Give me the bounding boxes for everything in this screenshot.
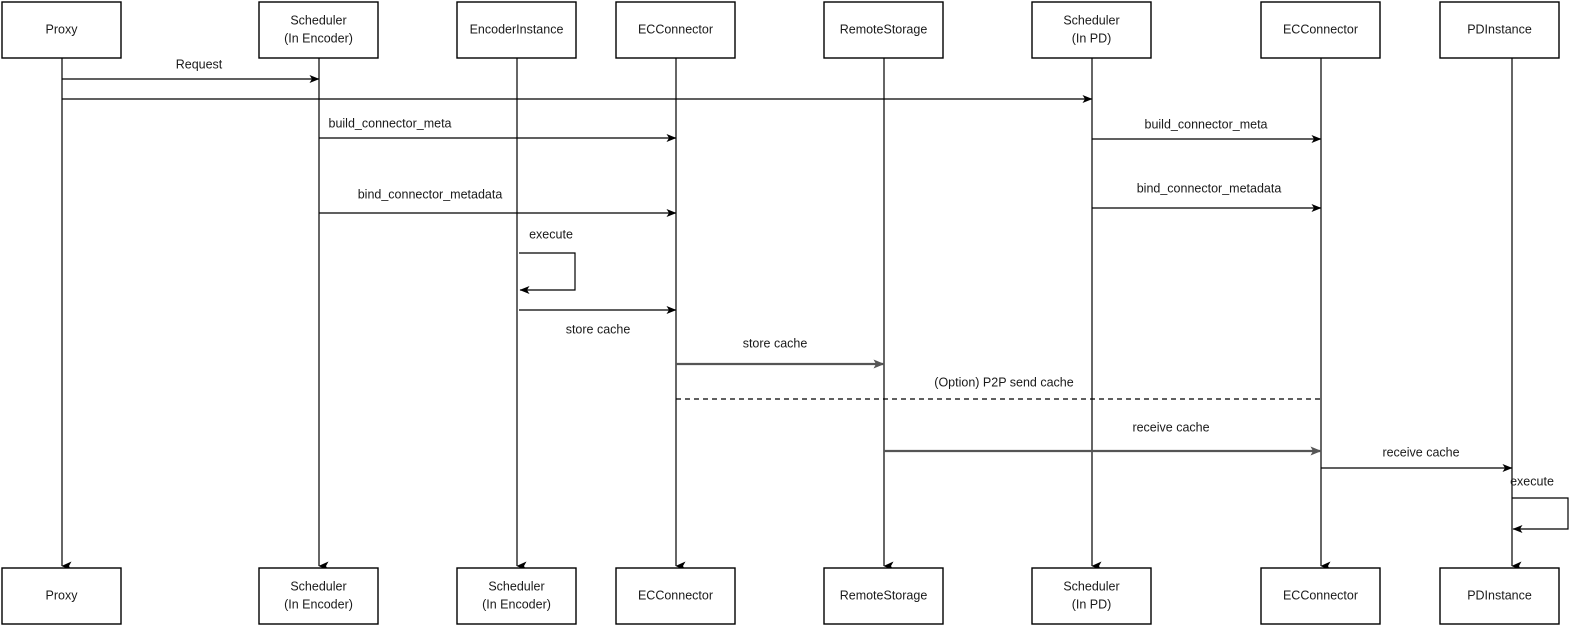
message-label-m5: bind_connector_metadata (358, 187, 503, 201)
actor-footer-label-proxy: Proxy (46, 588, 79, 602)
message-label-m8: store cache (743, 336, 808, 350)
actor-header-label-ec_connector_pd: ECConnector (1283, 22, 1358, 36)
actor-footer-rect-sched_enc (258, 567, 379, 625)
actor-header-label-sched_enc-line1: Scheduler (290, 13, 346, 27)
actor-footer-label-sched_enc_2-line2: (In Encoder) (482, 597, 551, 611)
actor-footer-label-remote_storage: RemoteStorage (840, 588, 928, 602)
actor-footer-ec_connector_pd[interactable]: ECConnector (1260, 567, 1381, 625)
actor-header-label-sched_pd-line1: Scheduler (1063, 13, 1119, 27)
actor-header-sched_enc[interactable]: Scheduler (In Encoder) (258, 1, 379, 59)
message-label-m4: build_connector_meta (1145, 117, 1268, 131)
actor-footer-label-ec_connector_pd: ECConnector (1283, 588, 1358, 602)
actor-header-rect-encoder_instance (456, 1, 577, 59)
actor-footer-label-pd_instance: PDInstance (1467, 588, 1532, 602)
actor-header-label-encoder_instance: EncoderInstance (470, 22, 564, 36)
actor-footer-ec_connector_enc[interactable]: ECConnector (615, 567, 736, 625)
self-message-s1 (519, 252, 576, 294)
message-label-m3: build_connector_meta (329, 116, 452, 130)
actor-footer-label-sched_enc-line2: (In Encoder) (284, 597, 353, 611)
message-label-m1: Request (176, 57, 223, 71)
actor-footer-rect-ec_connector_pd (1260, 567, 1381, 625)
actor-footer-remote_storage[interactable]: RemoteStorage (823, 567, 944, 625)
actor-header-rect-sched_enc (258, 1, 379, 59)
actor-header-ec_connector_pd[interactable]: ECConnector (1260, 1, 1381, 59)
footer-actor-boxes: Proxy Scheduler (In Encoder) Scheduler (In E… (1, 567, 1560, 625)
actor-footer-sched_enc[interactable]: Scheduler (In Encoder) (258, 567, 379, 625)
message-label-m11: receive cache (1382, 445, 1459, 459)
self-message-label-s2: execute (1510, 474, 1554, 488)
header-actor-boxes: Proxy Scheduler (In Encoder) EncoderInstanc… (1, 1, 1560, 59)
message-label-m7: store cache (566, 322, 631, 336)
actor-header-rect-sched_pd (1031, 1, 1152, 59)
message-label-m6: bind_connector_metadata (1137, 181, 1282, 195)
actor-header-rect-ec_connector_enc (615, 1, 736, 59)
actor-footer-sched_pd[interactable]: Scheduler (In PD) (1031, 567, 1152, 625)
actor-header-label-remote_storage: RemoteStorage (840, 22, 928, 36)
actor-footer-rect-sched_enc_2 (456, 567, 577, 625)
actor-footer-label-sched_pd-line2: (In PD) (1072, 597, 1112, 611)
actor-header-label-proxy: Proxy (46, 22, 79, 36)
actor-header-remote_storage[interactable]: RemoteStorage (823, 1, 944, 59)
actor-header-proxy[interactable]: Proxy (1, 1, 122, 59)
actor-header-ec_connector_enc[interactable]: ECConnector (615, 1, 736, 59)
actor-footer-label-sched_enc-line1: Scheduler (290, 579, 346, 593)
actor-header-rect-remote_storage (823, 1, 944, 59)
actor-footer-rect-proxy (1, 567, 122, 625)
lifelines-layer (61, 58, 1522, 571)
actor-header-rect-ec_connector_pd (1260, 1, 1381, 59)
messages-layer: Request build_connector_meta build_connect… (62, 57, 1513, 472)
actor-footer-rect-remote_storage (823, 567, 944, 625)
actor-header-label-ec_connector_enc: ECConnector (638, 22, 713, 36)
actor-header-label-pd_instance: PDInstance (1467, 22, 1532, 36)
actor-footer-rect-ec_connector_enc (615, 567, 736, 625)
actor-footer-proxy[interactable]: Proxy (1, 567, 122, 625)
actor-header-sched_pd[interactable]: Scheduler (In PD) (1031, 1, 1152, 59)
actor-header-label-sched_enc-line2: (In Encoder) (284, 31, 353, 45)
actor-footer-rect-sched_pd (1031, 567, 1152, 625)
actor-header-label-sched_pd-line2: (In PD) (1072, 31, 1112, 45)
actor-header-rect-pd_instance (1439, 1, 1560, 59)
self-message-label-s1: execute (529, 227, 573, 241)
self-message-s2 (1512, 497, 1569, 533)
actor-footer-sched_enc_2[interactable]: Scheduler (In Encoder) (456, 567, 577, 625)
actor-footer-label-sched_pd-line1: Scheduler (1063, 579, 1119, 593)
self-messages-layer: execute execute (519, 227, 1569, 533)
actor-header-encoder_instance[interactable]: EncoderInstance (456, 1, 577, 59)
message-label-m9: (Option) P2P send cache (934, 375, 1073, 389)
actor-footer-rect-pd_instance (1439, 567, 1560, 625)
actor-footer-label-ec_connector_enc: ECConnector (638, 588, 713, 602)
actor-header-pd_instance[interactable]: PDInstance (1439, 1, 1560, 59)
actor-footer-label-sched_enc_2-line1: Scheduler (488, 579, 544, 593)
actor-header-rect-proxy (1, 1, 122, 59)
message-label-m10: receive cache (1132, 420, 1209, 434)
actor-footer-pd_instance[interactable]: PDInstance (1439, 567, 1560, 625)
